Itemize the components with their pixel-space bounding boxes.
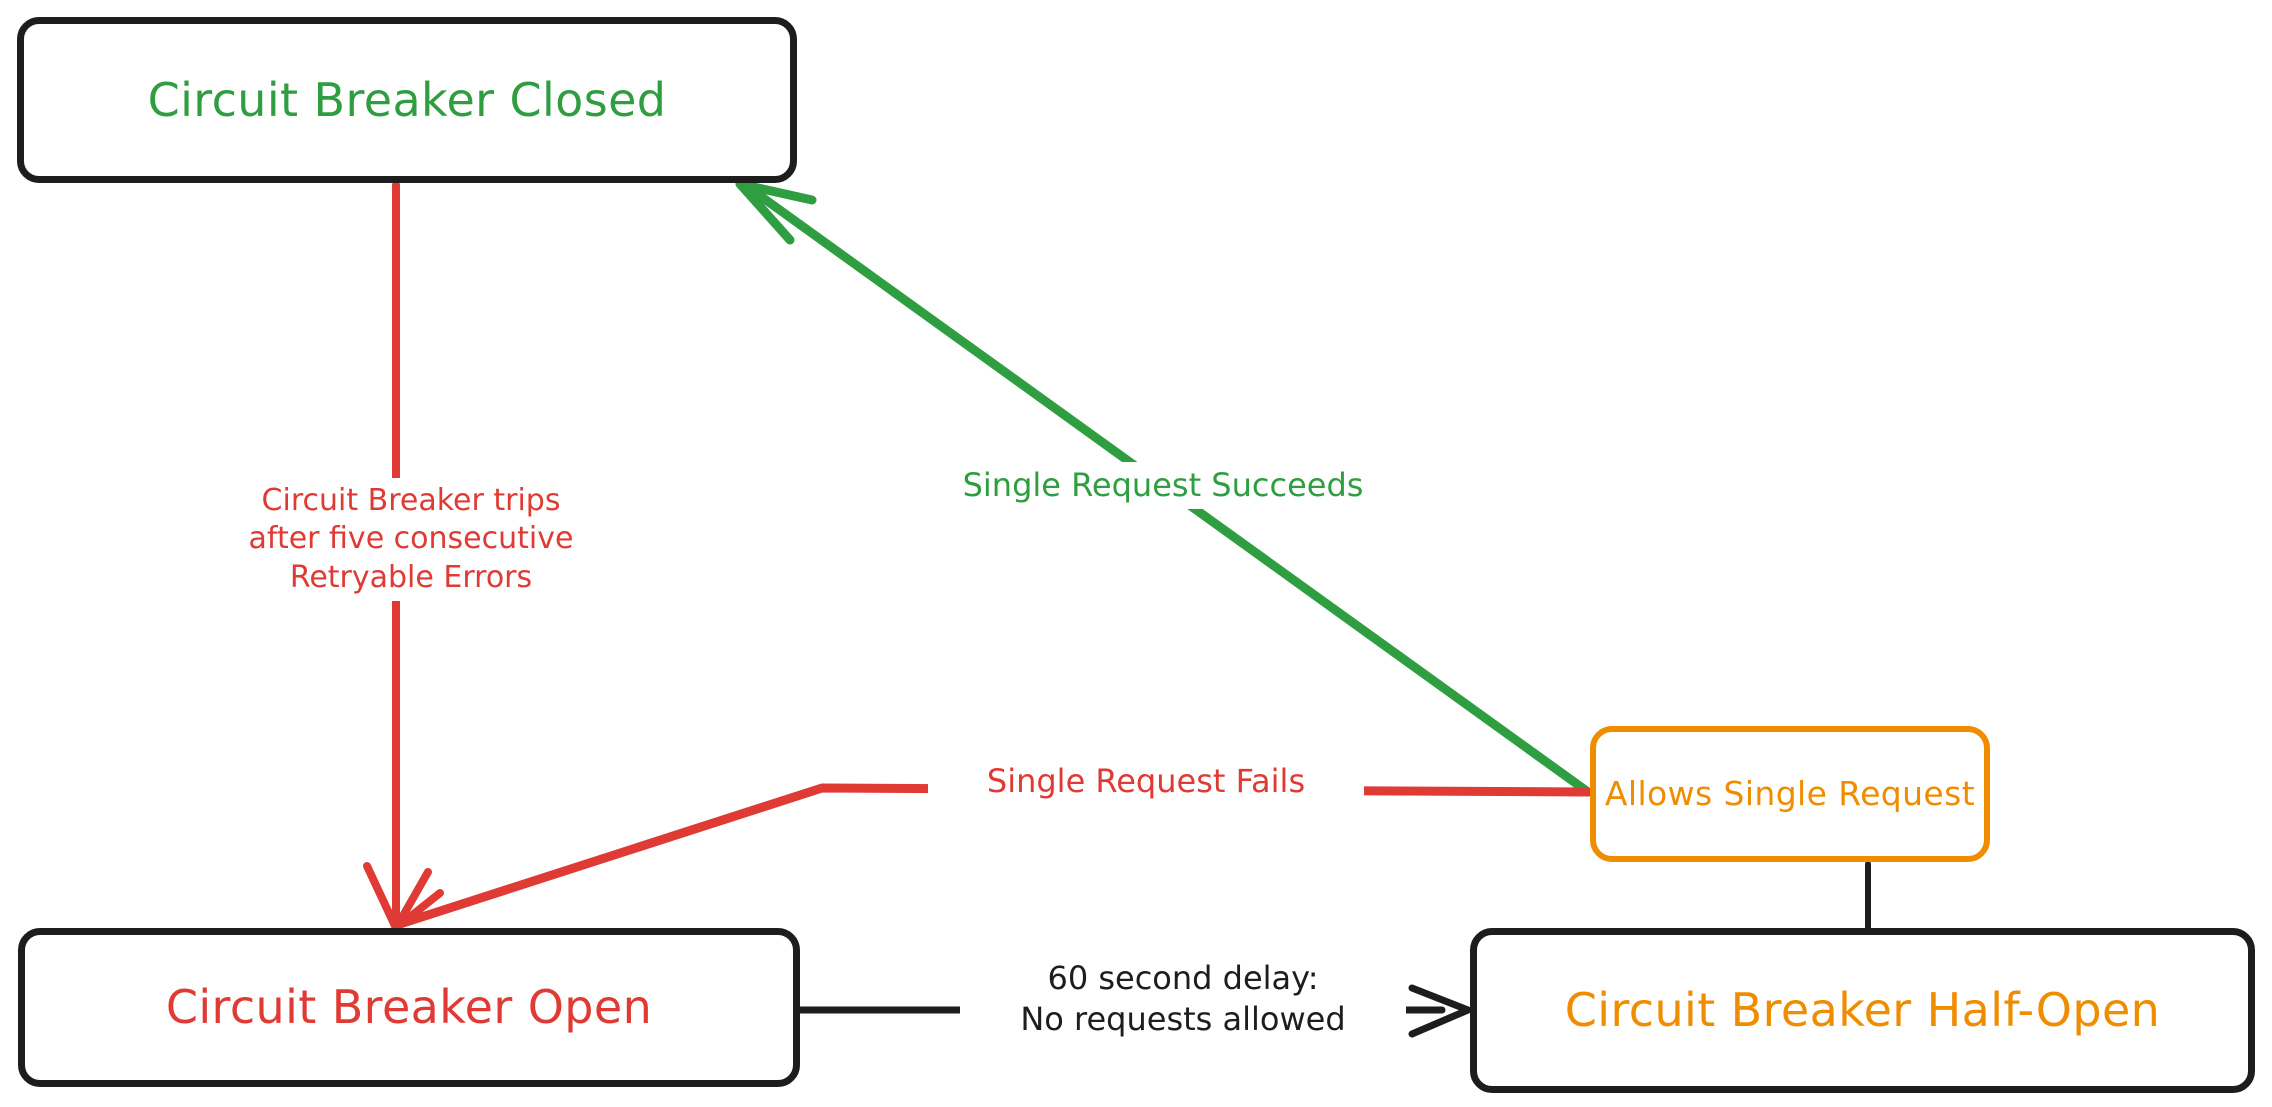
- edge-label-line: No requests allowed: [1020, 999, 1346, 1038]
- edge-label-line: after five consecutive: [248, 521, 574, 557]
- edge-label-line: 60 second delay:: [1047, 959, 1319, 997]
- node-label-closed: Circuit Breaker Closed: [147, 72, 667, 127]
- node-circuit-breaker-open[interactable]: Circuit Breaker Open: [18, 928, 800, 1087]
- node-label-open: Circuit Breaker Open: [165, 980, 653, 1035]
- edge-label-line: Single Request Succeeds: [962, 466, 1364, 504]
- edge-label-line: Circuit Breaker trips: [261, 483, 561, 518]
- edge-label-allows-to-closed: Single Request Succeeds: [905, 462, 1421, 509]
- edge-label-line: Retryable Errors: [289, 559, 533, 595]
- node-label-allows: Allows Single Request: [1604, 773, 1976, 813]
- node-circuit-breaker-half-open[interactable]: Circuit Breaker Half-Open: [1470, 928, 2255, 1093]
- edge-allows-to-open: [395, 783, 1593, 929]
- edge-label-open-to-halfopen: 60 second delay: No requests allowed: [960, 955, 1406, 1043]
- edge-label-closed-to-open: Circuit Breaker trips after five consecu…: [180, 478, 642, 602]
- node-allows-single-request[interactable]: Allows Single Request: [1590, 726, 1990, 862]
- edge-label-line: Single Request Fails: [986, 762, 1306, 800]
- edge-label-allows-to-open: Single Request Fails: [928, 758, 1364, 805]
- node-circuit-breaker-closed[interactable]: Circuit Breaker Closed: [17, 17, 797, 183]
- node-label-halfopen: Circuit Breaker Half-Open: [1564, 983, 2161, 1038]
